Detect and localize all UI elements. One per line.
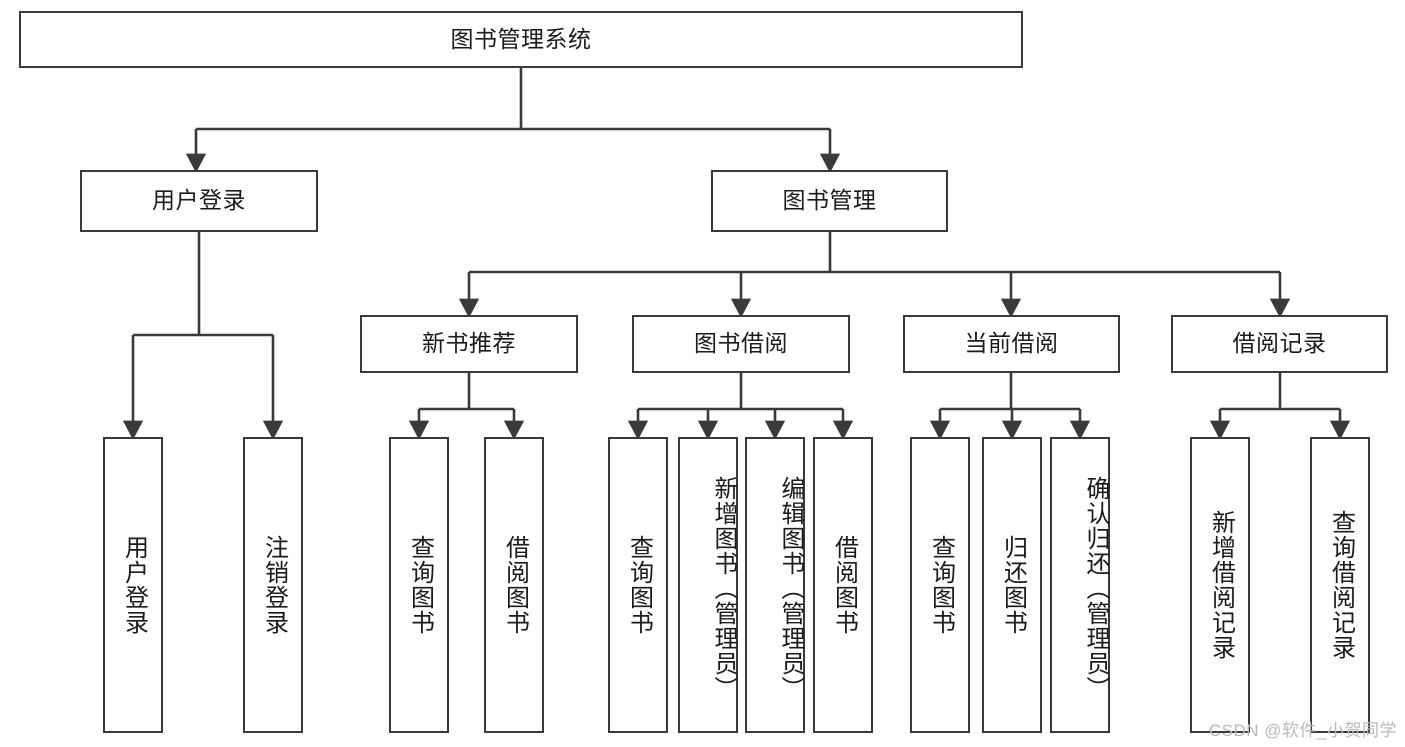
node-book-management[interactable]: 图书管理 — [711, 170, 948, 232]
node-label: 新书推荐 — [422, 330, 516, 357]
node-leaf-logout[interactable]: 注销登录 — [243, 437, 303, 733]
node-leaf-add-borrow-record[interactable]: 新增借阅记录 — [1190, 437, 1250, 733]
node-label: 借阅图书 — [830, 535, 858, 635]
node-label: 确认归还（管理员） — [1082, 475, 1109, 701]
node-label: 归还图书 — [999, 535, 1027, 635]
node-label: 用户登录 — [120, 535, 148, 635]
node-label: 新增图书（管理员） — [710, 475, 737, 701]
node-leaf-query-borrow-record[interactable]: 查询借阅记录 — [1310, 437, 1370, 733]
node-label: 查询图书 — [625, 535, 653, 635]
node-label: 查询图书 — [406, 535, 434, 635]
node-label: 查询图书 — [927, 535, 955, 635]
node-label: 图书借阅 — [694, 330, 788, 357]
node-label: 查询借阅记录 — [1327, 510, 1355, 660]
node-label: 图书管理系统 — [450, 25, 592, 52]
node-leaf-return-book[interactable]: 归还图书 — [982, 437, 1042, 733]
node-label: 用户登录 — [152, 187, 246, 214]
node-leaf-query-book-recommend[interactable]: 查询图书 — [389, 437, 449, 733]
node-borrow-record[interactable]: 借阅记录 — [1171, 315, 1388, 373]
node-new-book-recommend[interactable]: 新书推荐 — [360, 315, 578, 373]
node-leaf-edit-book[interactable]: 编辑图书（管理员） — [745, 437, 805, 733]
node-leaf-confirm-return[interactable]: 确认归还（管理员） — [1050, 437, 1110, 733]
node-user-login[interactable]: 用户登录 — [80, 170, 318, 232]
node-current-borrow[interactable]: 当前借阅 — [903, 315, 1120, 373]
node-leaf-query-book-borrow[interactable]: 查询图书 — [608, 437, 668, 733]
csdn-watermark: CSDN @软件_小贺同学 — [1208, 721, 1397, 740]
node-label: 借阅记录 — [1232, 330, 1327, 357]
node-leaf-query-book-current[interactable]: 查询图书 — [910, 437, 970, 733]
node-leaf-borrow-book[interactable]: 借阅图书 — [813, 437, 873, 733]
node-book-borrow[interactable]: 图书借阅 — [632, 315, 850, 373]
node-label: 借阅图书 — [501, 535, 529, 635]
node-label: 注销登录 — [260, 535, 288, 635]
node-leaf-user-login[interactable]: 用户登录 — [103, 437, 163, 733]
node-label: 图书管理 — [782, 187, 877, 214]
node-leaf-add-book[interactable]: 新增图书（管理员） — [678, 437, 738, 733]
node-label: 新增借阅记录 — [1207, 510, 1235, 660]
node-book-management-system[interactable]: 图书管理系统 — [19, 11, 1023, 68]
node-label: 编辑图书（管理员） — [777, 475, 804, 701]
node-leaf-borrow-book-recommend[interactable]: 借阅图书 — [484, 437, 544, 733]
node-label: 当前借阅 — [964, 330, 1059, 357]
